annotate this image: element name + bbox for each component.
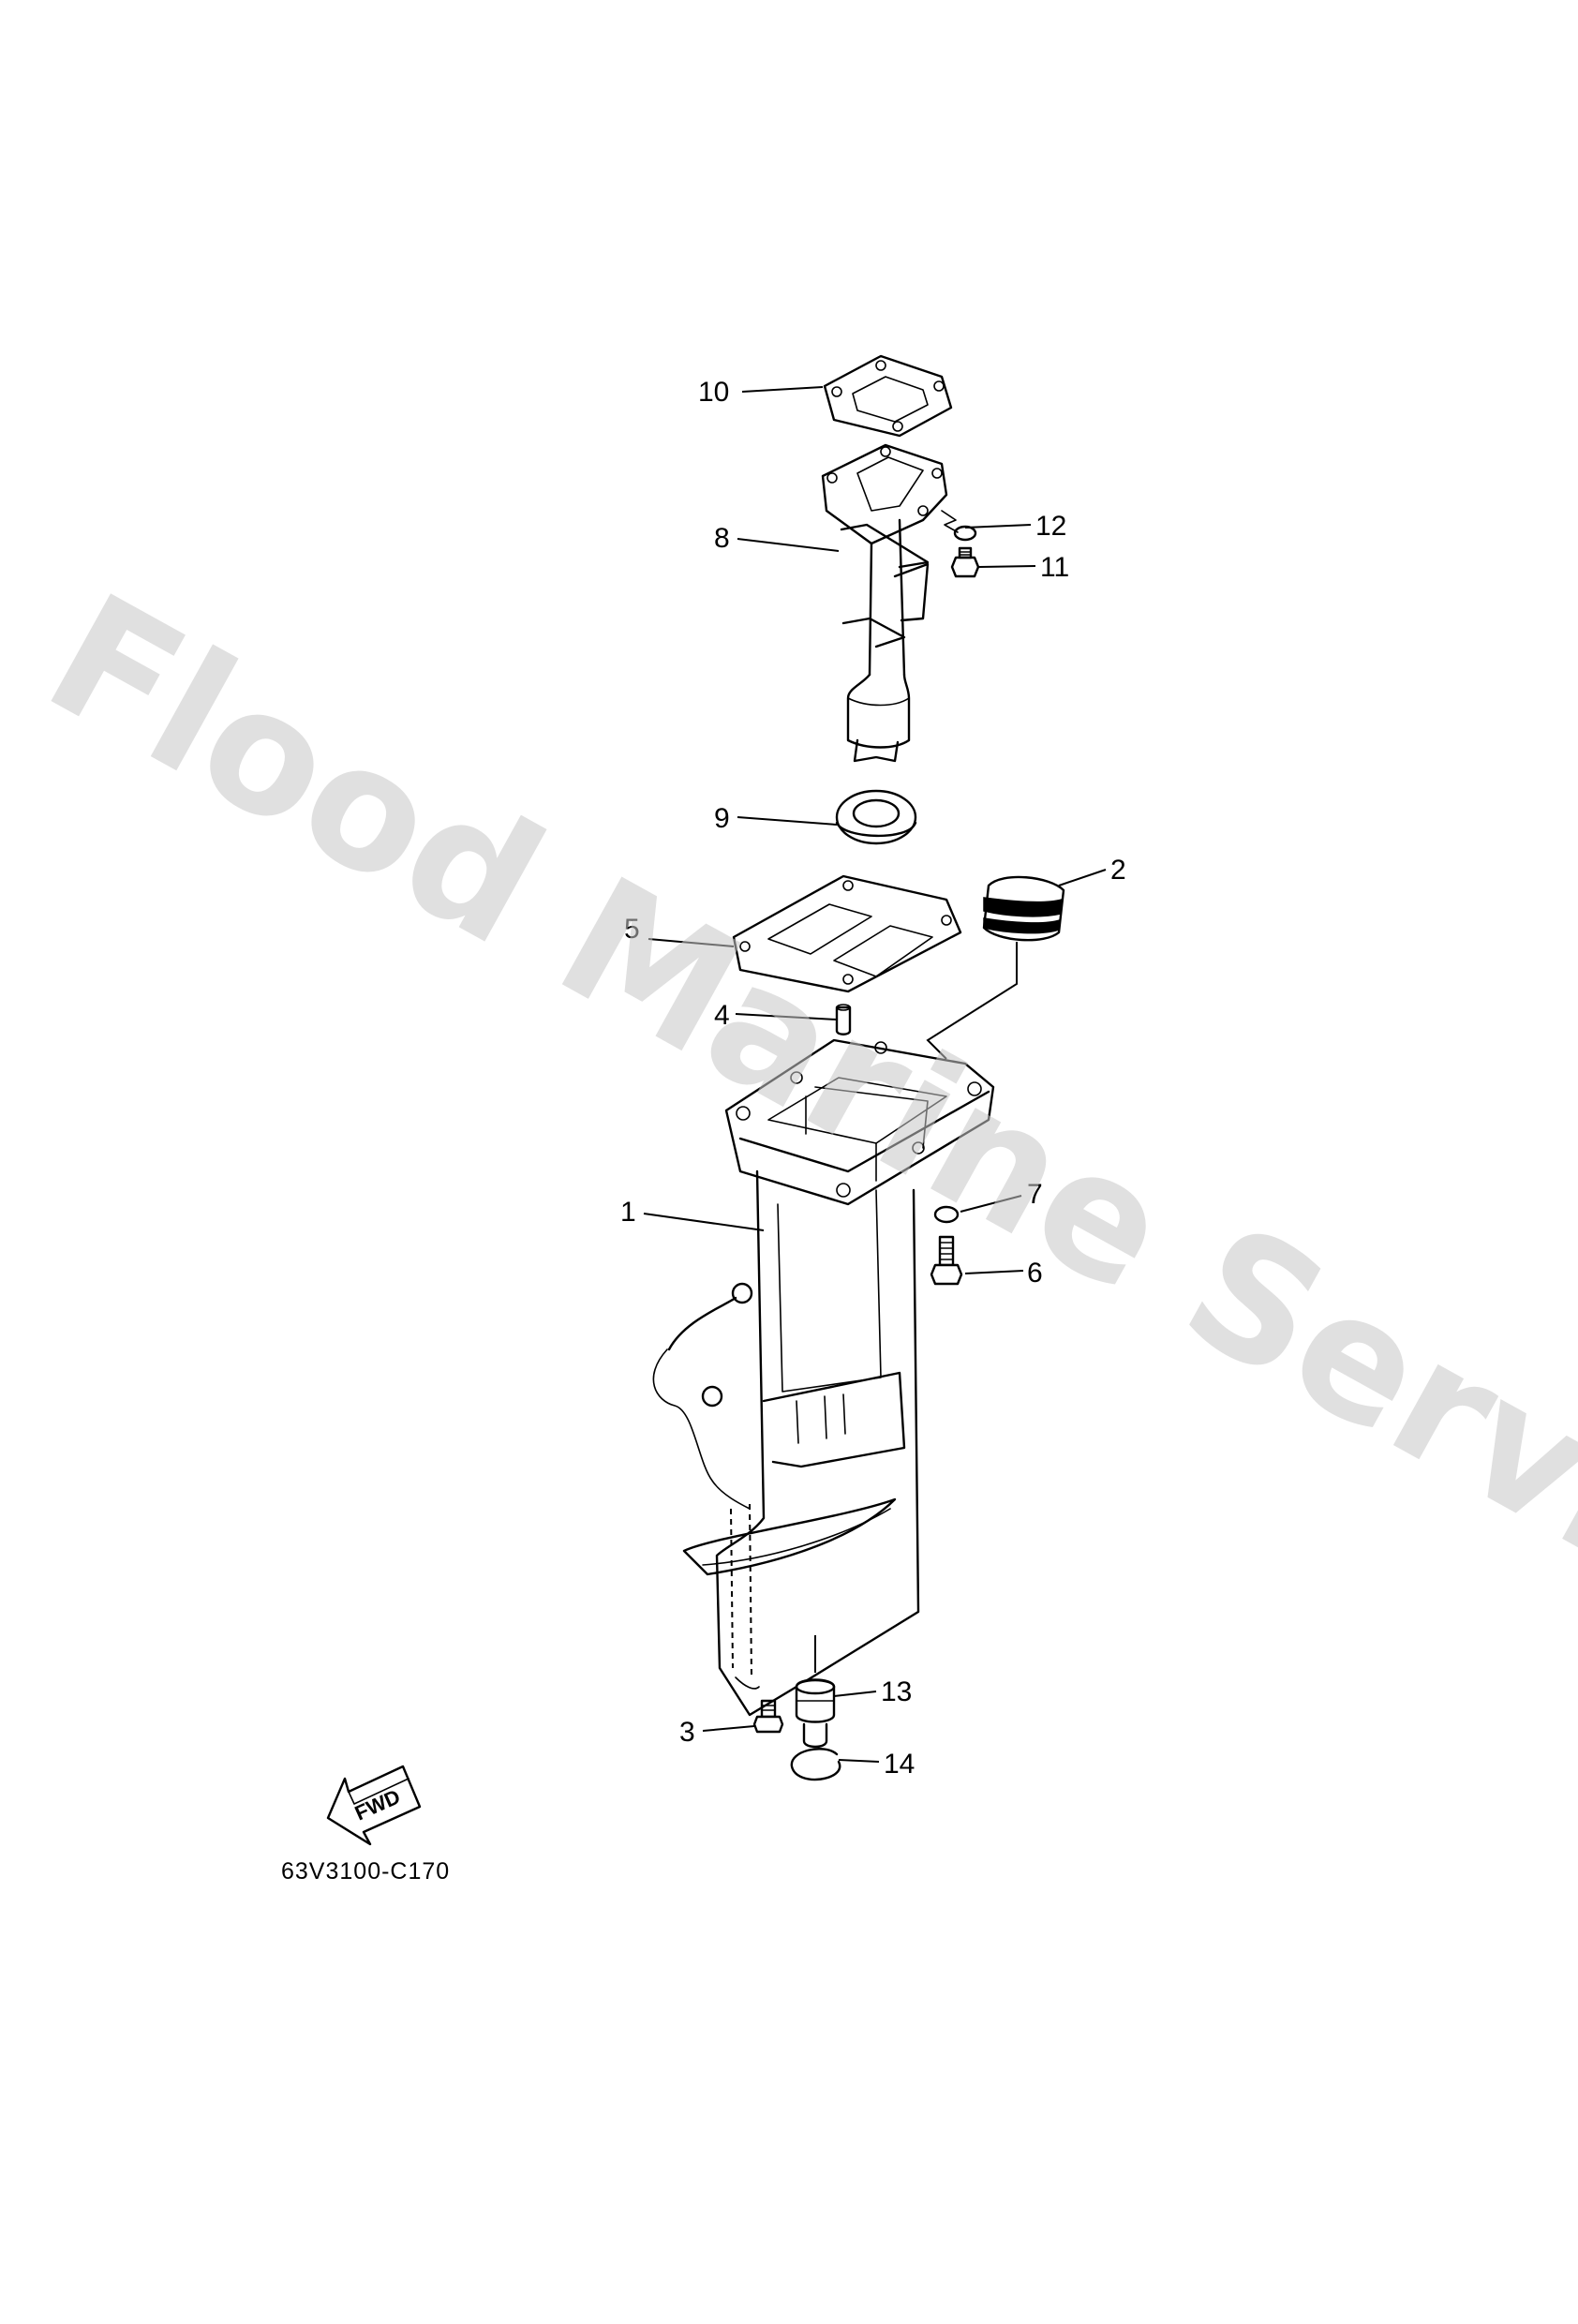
part-9-seal bbox=[835, 789, 917, 845]
callout-2: 2 bbox=[1110, 855, 1126, 886]
callout-8: 8 bbox=[714, 523, 730, 554]
part-3-bolt bbox=[752, 1699, 784, 1734]
part-6-bolt bbox=[930, 1235, 963, 1286]
part-2-damper bbox=[982, 875, 1065, 942]
leader-lines bbox=[643, 386, 1107, 1763]
callout-4: 4 bbox=[714, 1000, 730, 1031]
callout-14: 14 bbox=[884, 1749, 915, 1780]
fwd-label: FWD bbox=[351, 1784, 404, 1825]
callout-9: 9 bbox=[714, 803, 730, 834]
part-12-washer bbox=[941, 510, 977, 542]
callout-labels: 10 12 11 8 9 2 5 4 7 6 1 3 13 14 bbox=[620, 377, 1126, 1780]
fwd-arrow-icon: FWD bbox=[326, 1765, 422, 1846]
part-4-dowel-pin bbox=[835, 1004, 852, 1035]
callout-6: 6 bbox=[1027, 1258, 1043, 1289]
callout-11: 11 bbox=[1040, 552, 1069, 583]
callout-12: 12 bbox=[1035, 511, 1066, 542]
callout-3: 3 bbox=[679, 1717, 695, 1748]
watermark: Flood Marine Services bbox=[18, 558, 1578, 1748]
callout-10: 10 bbox=[698, 377, 729, 408]
part-7-washer bbox=[933, 1205, 960, 1224]
callout-13: 13 bbox=[881, 1676, 912, 1707]
part-14-circlip bbox=[790, 1748, 841, 1781]
part-13-plug bbox=[795, 1678, 836, 1749]
part-5-gasket bbox=[732, 874, 962, 993]
figure-code: 63V3100-C170 bbox=[281, 1858, 450, 1885]
part-8-exhaust-guide bbox=[821, 443, 948, 763]
callout-1: 1 bbox=[620, 1197, 636, 1228]
part-1-upper-casing bbox=[652, 1038, 995, 1717]
part-11-bolt bbox=[950, 546, 980, 578]
callout-7: 7 bbox=[1027, 1179, 1043, 1210]
part-10-gasket bbox=[823, 354, 953, 438]
callout-5: 5 bbox=[624, 914, 640, 945]
